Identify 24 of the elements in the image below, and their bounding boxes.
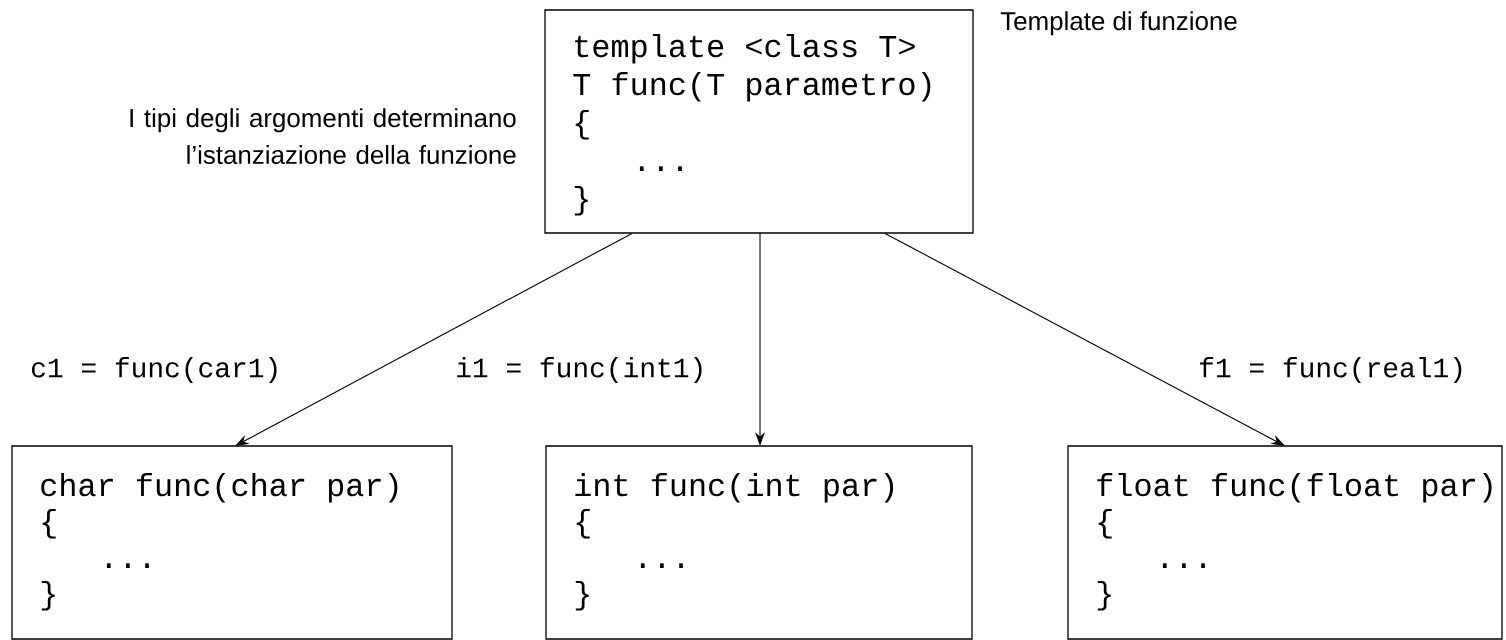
- annotation-text: I tipi degli argomenti determinano l’istanziazione della funzione: [130, 108, 516, 165]
- code-line: ...: [1162, 563, 1205, 568]
- code-line: char func(char par): [41, 472, 398, 503]
- code-line: float func(float par): [1097, 472, 1492, 503]
- code-line: {: [575, 109, 589, 140]
- edge-label: i1 = func(int1): [457, 357, 702, 383]
- code-line: ...: [106, 563, 149, 568]
- code-line: ...: [640, 563, 683, 568]
- code-line: {: [576, 508, 590, 539]
- code-line: }: [41, 580, 55, 611]
- code-line: {: [42, 508, 56, 539]
- code-line: ...: [639, 166, 682, 171]
- code-line: T func(T parametro): [573, 71, 931, 102]
- edge-label: c1 = func(car1): [32, 357, 277, 383]
- code-line: }: [574, 185, 588, 216]
- edge-label: f1 = func(real1): [1200, 357, 1462, 383]
- annotation-text: Template di funzione: [1000, 11, 1237, 36]
- arrow: [235, 232, 633, 446]
- arrow: [884, 232, 1285, 446]
- code-line: int func(int par): [575, 472, 894, 503]
- code-line: }: [1097, 580, 1111, 611]
- code-line: }: [575, 580, 589, 611]
- code-line: {: [1098, 508, 1112, 539]
- code-line: template <class T>: [575, 33, 915, 64]
